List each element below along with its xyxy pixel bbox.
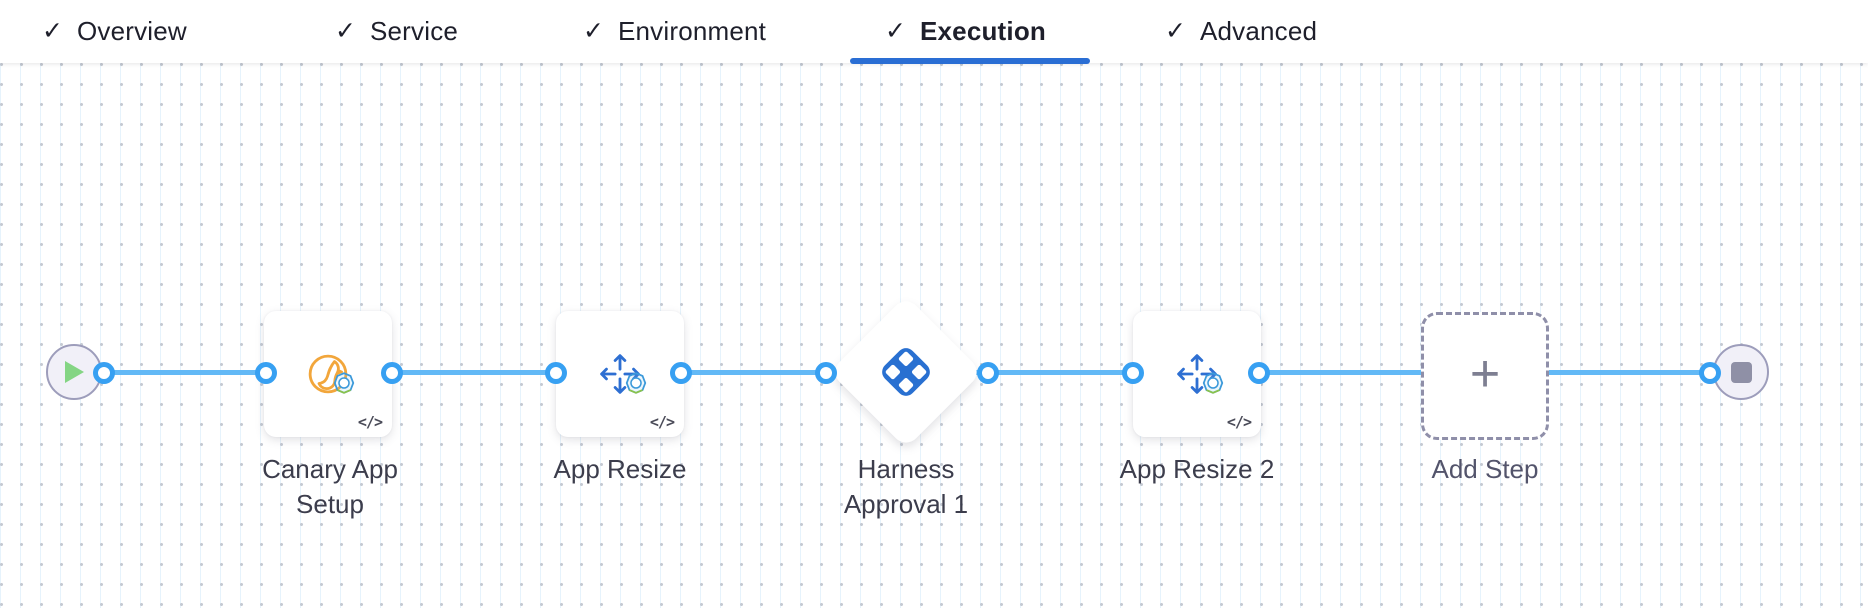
plus-icon: +: [1469, 345, 1501, 403]
gear-icon: [333, 372, 355, 394]
harness-logo-icon: [882, 348, 930, 396]
connector-port[interactable]: [1248, 362, 1270, 384]
gear-icon: [1202, 372, 1224, 394]
connector-port[interactable]: [255, 362, 277, 384]
tab-label: Execution: [919, 16, 1047, 46]
tab-label: Advanced: [1199, 16, 1318, 46]
step-node-app-resize[interactable]: </>: [556, 311, 684, 437]
check-icon: ✓: [335, 17, 356, 45]
step-label[interactable]: Add Step: [1431, 454, 1539, 484]
step-label[interactable]: App Resize: [553, 454, 687, 484]
code-badge-icon[interactable]: </>: [1226, 413, 1252, 431]
add-step-button[interactable]: +: [1421, 312, 1549, 440]
tab-label: Overview: [76, 16, 187, 46]
step-node-canary-app-setup[interactable]: </>: [264, 311, 392, 437]
tab-overview[interactable]: ✓ Overview: [42, 0, 187, 63]
connector-port[interactable]: [1122, 362, 1144, 384]
step-node-harness-approval-1[interactable]: [829, 295, 983, 449]
tab-label: Environment: [617, 16, 767, 46]
connector-port[interactable]: [93, 362, 115, 384]
active-tab-underline: [850, 58, 1090, 64]
connector-port[interactable]: [977, 362, 999, 384]
step-label[interactable]: Canary App Setup: [262, 454, 398, 519]
connector-port[interactable]: [381, 362, 403, 384]
step-label[interactable]: App Resize 2: [1119, 454, 1275, 484]
code-badge-icon[interactable]: </>: [357, 413, 383, 431]
gear-icon: [625, 372, 647, 394]
tab-label: Service: [369, 16, 459, 46]
tab-service[interactable]: ✓ Service: [335, 0, 458, 63]
tab-advanced[interactable]: ✓ Advanced: [1165, 0, 1317, 63]
check-icon: ✓: [583, 17, 604, 45]
code-badge-icon[interactable]: </>: [649, 413, 675, 431]
tab-environment[interactable]: ✓ Environment: [583, 0, 766, 63]
stop-icon: [1730, 361, 1752, 383]
check-icon: ✓: [1165, 17, 1186, 45]
check-icon: ✓: [42, 17, 63, 45]
connector-port[interactable]: [815, 362, 837, 384]
check-icon: ✓: [885, 17, 906, 45]
connector-port[interactable]: [670, 362, 692, 384]
config-tab-bar: ✓ Overview ✓ Service ✓ Environment ✓ Exe…: [0, 0, 1868, 64]
connector-port[interactable]: [545, 362, 567, 384]
step-node-app-resize-2[interactable]: </>: [1133, 311, 1261, 437]
connector-port[interactable]: [1699, 362, 1721, 384]
play-icon: [65, 361, 84, 383]
pipeline-end-node[interactable]: [1713, 344, 1769, 400]
tab-execution[interactable]: ✓ Execution: [885, 0, 1046, 63]
step-label[interactable]: Harness Approval 1: [843, 454, 969, 519]
